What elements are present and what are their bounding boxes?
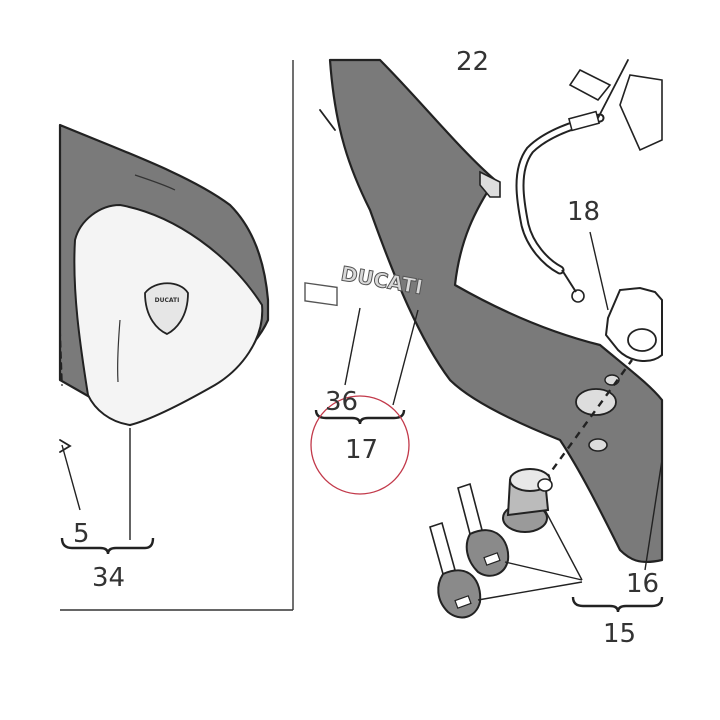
- leader-lines-left: [60, 428, 155, 555]
- callout-16: 16: [626, 569, 659, 599]
- latch-bracket-part-18: [589, 231, 663, 362]
- key-upper: [457, 482, 510, 577]
- callout-22: 22: [456, 47, 489, 77]
- callout-18: 18: [567, 197, 600, 227]
- key-lower: [429, 521, 482, 619]
- callout-34: 34: [92, 563, 125, 593]
- leader-lines-right: [477, 459, 664, 613]
- callout-17: 17: [345, 435, 378, 465]
- highlight-circle: [310, 395, 410, 495]
- cable-part-22: [515, 59, 663, 303]
- callout-5: 5: [73, 519, 90, 549]
- callout-36: 36: [325, 387, 358, 417]
- ducati-badge: DUCATI: [144, 282, 189, 335]
- left-panel-frame: [60, 60, 294, 611]
- badge-text: DUCATI: [155, 297, 180, 304]
- leader-lines-decal: [314, 307, 419, 425]
- lock-cylinder-part-15: [502, 359, 633, 533]
- callout-15: 15: [603, 619, 636, 649]
